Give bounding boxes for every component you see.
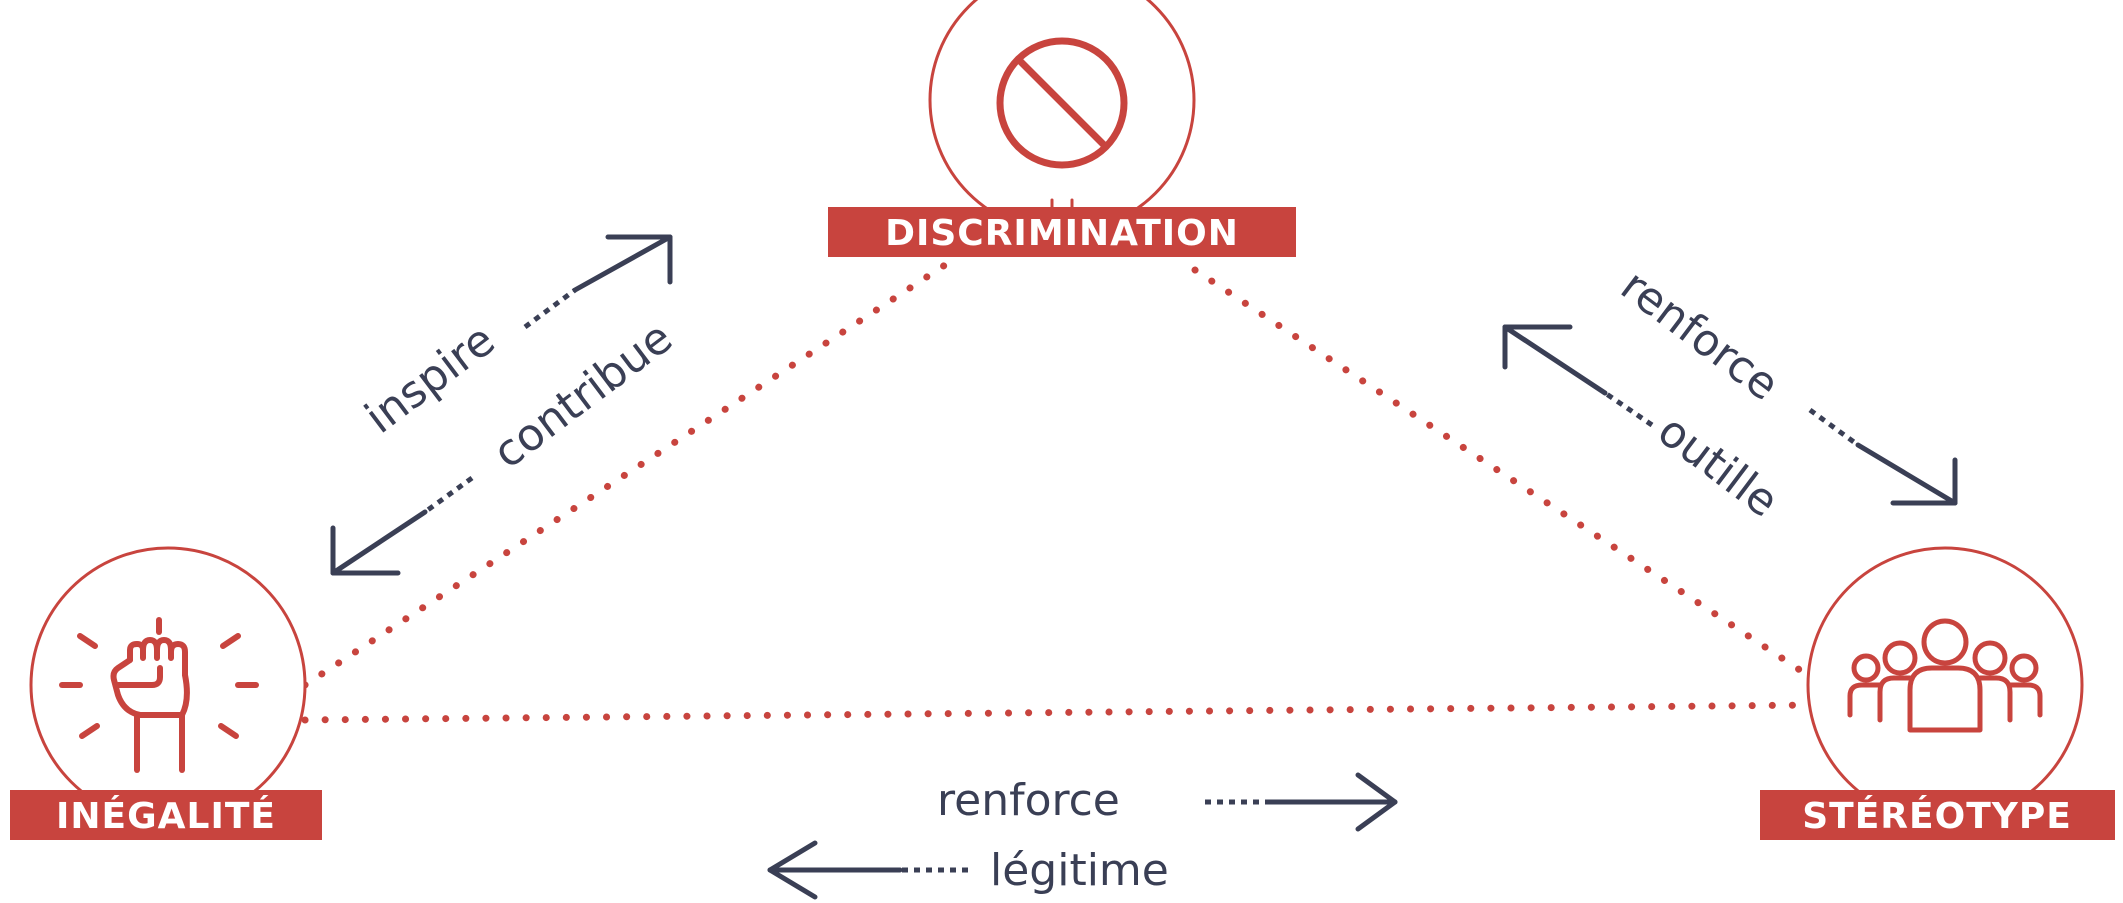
node-discrimination: DISCRIMINATION	[828, 0, 1296, 257]
relation-bottom-backward-arrowhead	[767, 840, 818, 900]
relation-right-backward-arrow	[1502, 324, 1608, 396]
discrimination-label: DISCRIMINATION	[885, 213, 1239, 254]
relation-right-forward-dash	[1808, 407, 1860, 448]
relation-bottom-forward-arrowhead	[1355, 772, 1398, 832]
node-stereotype: STÉRÉOTYPE	[1760, 546, 2115, 840]
stereotype-label: STÉRÉOTYPE	[1802, 795, 2072, 837]
relation-right: renforce outille	[1502, 260, 1958, 528]
prohibited-icon	[996, 37, 1128, 169]
raised-fist-icon	[59, 617, 259, 773]
stereotype-label-bg	[1760, 790, 2115, 840]
node-inegalite: INÉGALITÉ	[10, 546, 322, 840]
relation-bottom-backward-label: légitime	[990, 845, 1169, 896]
edge-discrimination-stereotype	[1191, 266, 1819, 684]
relation-right-forward-label: renforce	[1611, 260, 1788, 411]
discrimination-label-bg	[828, 207, 1296, 257]
inegalite-label-bg	[10, 790, 322, 840]
discrimination-circle	[928, 0, 1196, 234]
relation-left-backward-label: contribue	[484, 312, 682, 479]
relation-left-backward-arrowhead	[330, 525, 401, 576]
relation-right-forward-arrowhead	[1890, 457, 1958, 506]
people-group-icon	[1847, 618, 2043, 733]
relation-bottom: renforce légitime	[767, 772, 1398, 900]
relation-left-forward-dash	[523, 287, 577, 330]
relation-left-forward-arrowhead	[605, 234, 673, 285]
stereotype-circle	[1806, 546, 2084, 824]
edge-inegalite-discrimination	[301, 261, 949, 689]
relation-right-backward-label: outille	[1648, 405, 1787, 527]
relation-left-forward-arrow	[572, 234, 673, 293]
relation-right-backward-arrowhead	[1502, 324, 1573, 370]
inegalite-label: INÉGALITÉ	[56, 795, 276, 837]
relation-bottom-forward-label: renforce	[937, 775, 1120, 826]
relation-left: inspire contribue	[330, 234, 682, 576]
relation-right-forward-arrow	[1855, 442, 1958, 506]
relation-left-backward-dash	[423, 475, 474, 515]
edge-inegalite-stereotype	[301, 701, 1819, 724]
relation-left-forward-label: inspire	[356, 314, 504, 443]
relation-right-backward-dash	[1603, 390, 1654, 428]
relation-left-backward-arrow	[330, 509, 428, 576]
